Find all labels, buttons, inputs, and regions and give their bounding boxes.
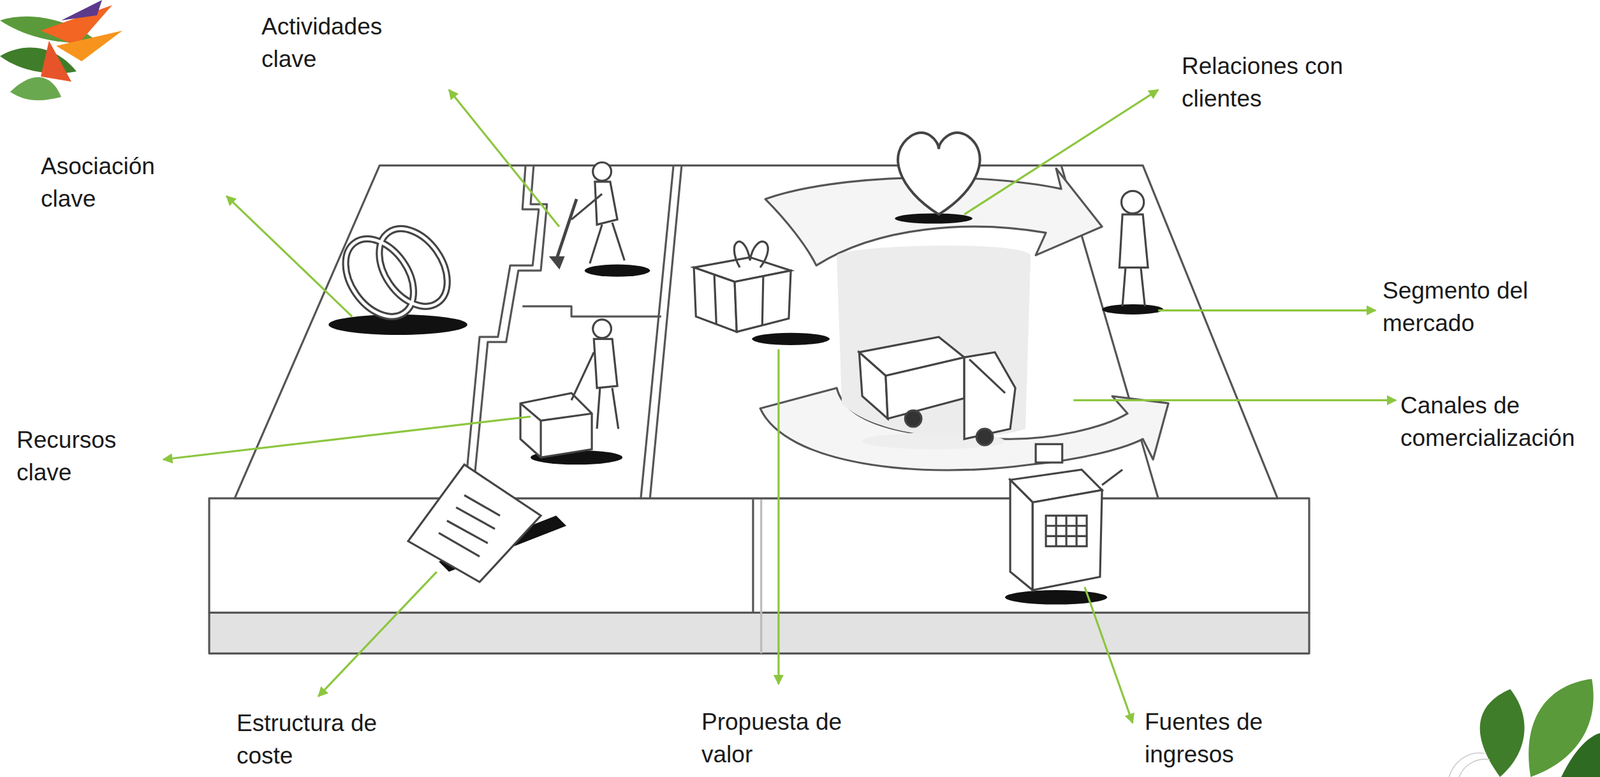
leader-lines [163, 89, 1396, 723]
gift-box-icon [693, 241, 830, 345]
digging-person-icon [550, 161, 650, 277]
cost-document-icon [408, 464, 567, 582]
callout-label: Actividades clave [261, 10, 409, 76]
callout-label: Fuentes de ingresos [1144, 705, 1298, 771]
canvas-board [209, 165, 1310, 654]
callout-label: Asociación clave [40, 149, 182, 215]
callout-label: Relaciones con clientes [1181, 49, 1367, 115]
truck-icon [858, 336, 1016, 449]
callout-label: Canales de comercialización [1400, 388, 1592, 455]
plant-decoration [1448, 678, 1600, 777]
heart-icon [894, 132, 980, 224]
customer-icon [1101, 190, 1164, 315]
worker-machine-icon [520, 319, 623, 465]
callout-label: Propuesta de valor [701, 705, 861, 771]
callout-label: Segmento del mercado [1382, 274, 1549, 340]
rings-icon [328, 216, 468, 335]
cash-register-icon [1005, 443, 1123, 604]
plant-decoration [0, 0, 123, 101]
callout-label: Recursos clave [16, 423, 145, 489]
callout-label: Estructura de coste [236, 706, 403, 772]
